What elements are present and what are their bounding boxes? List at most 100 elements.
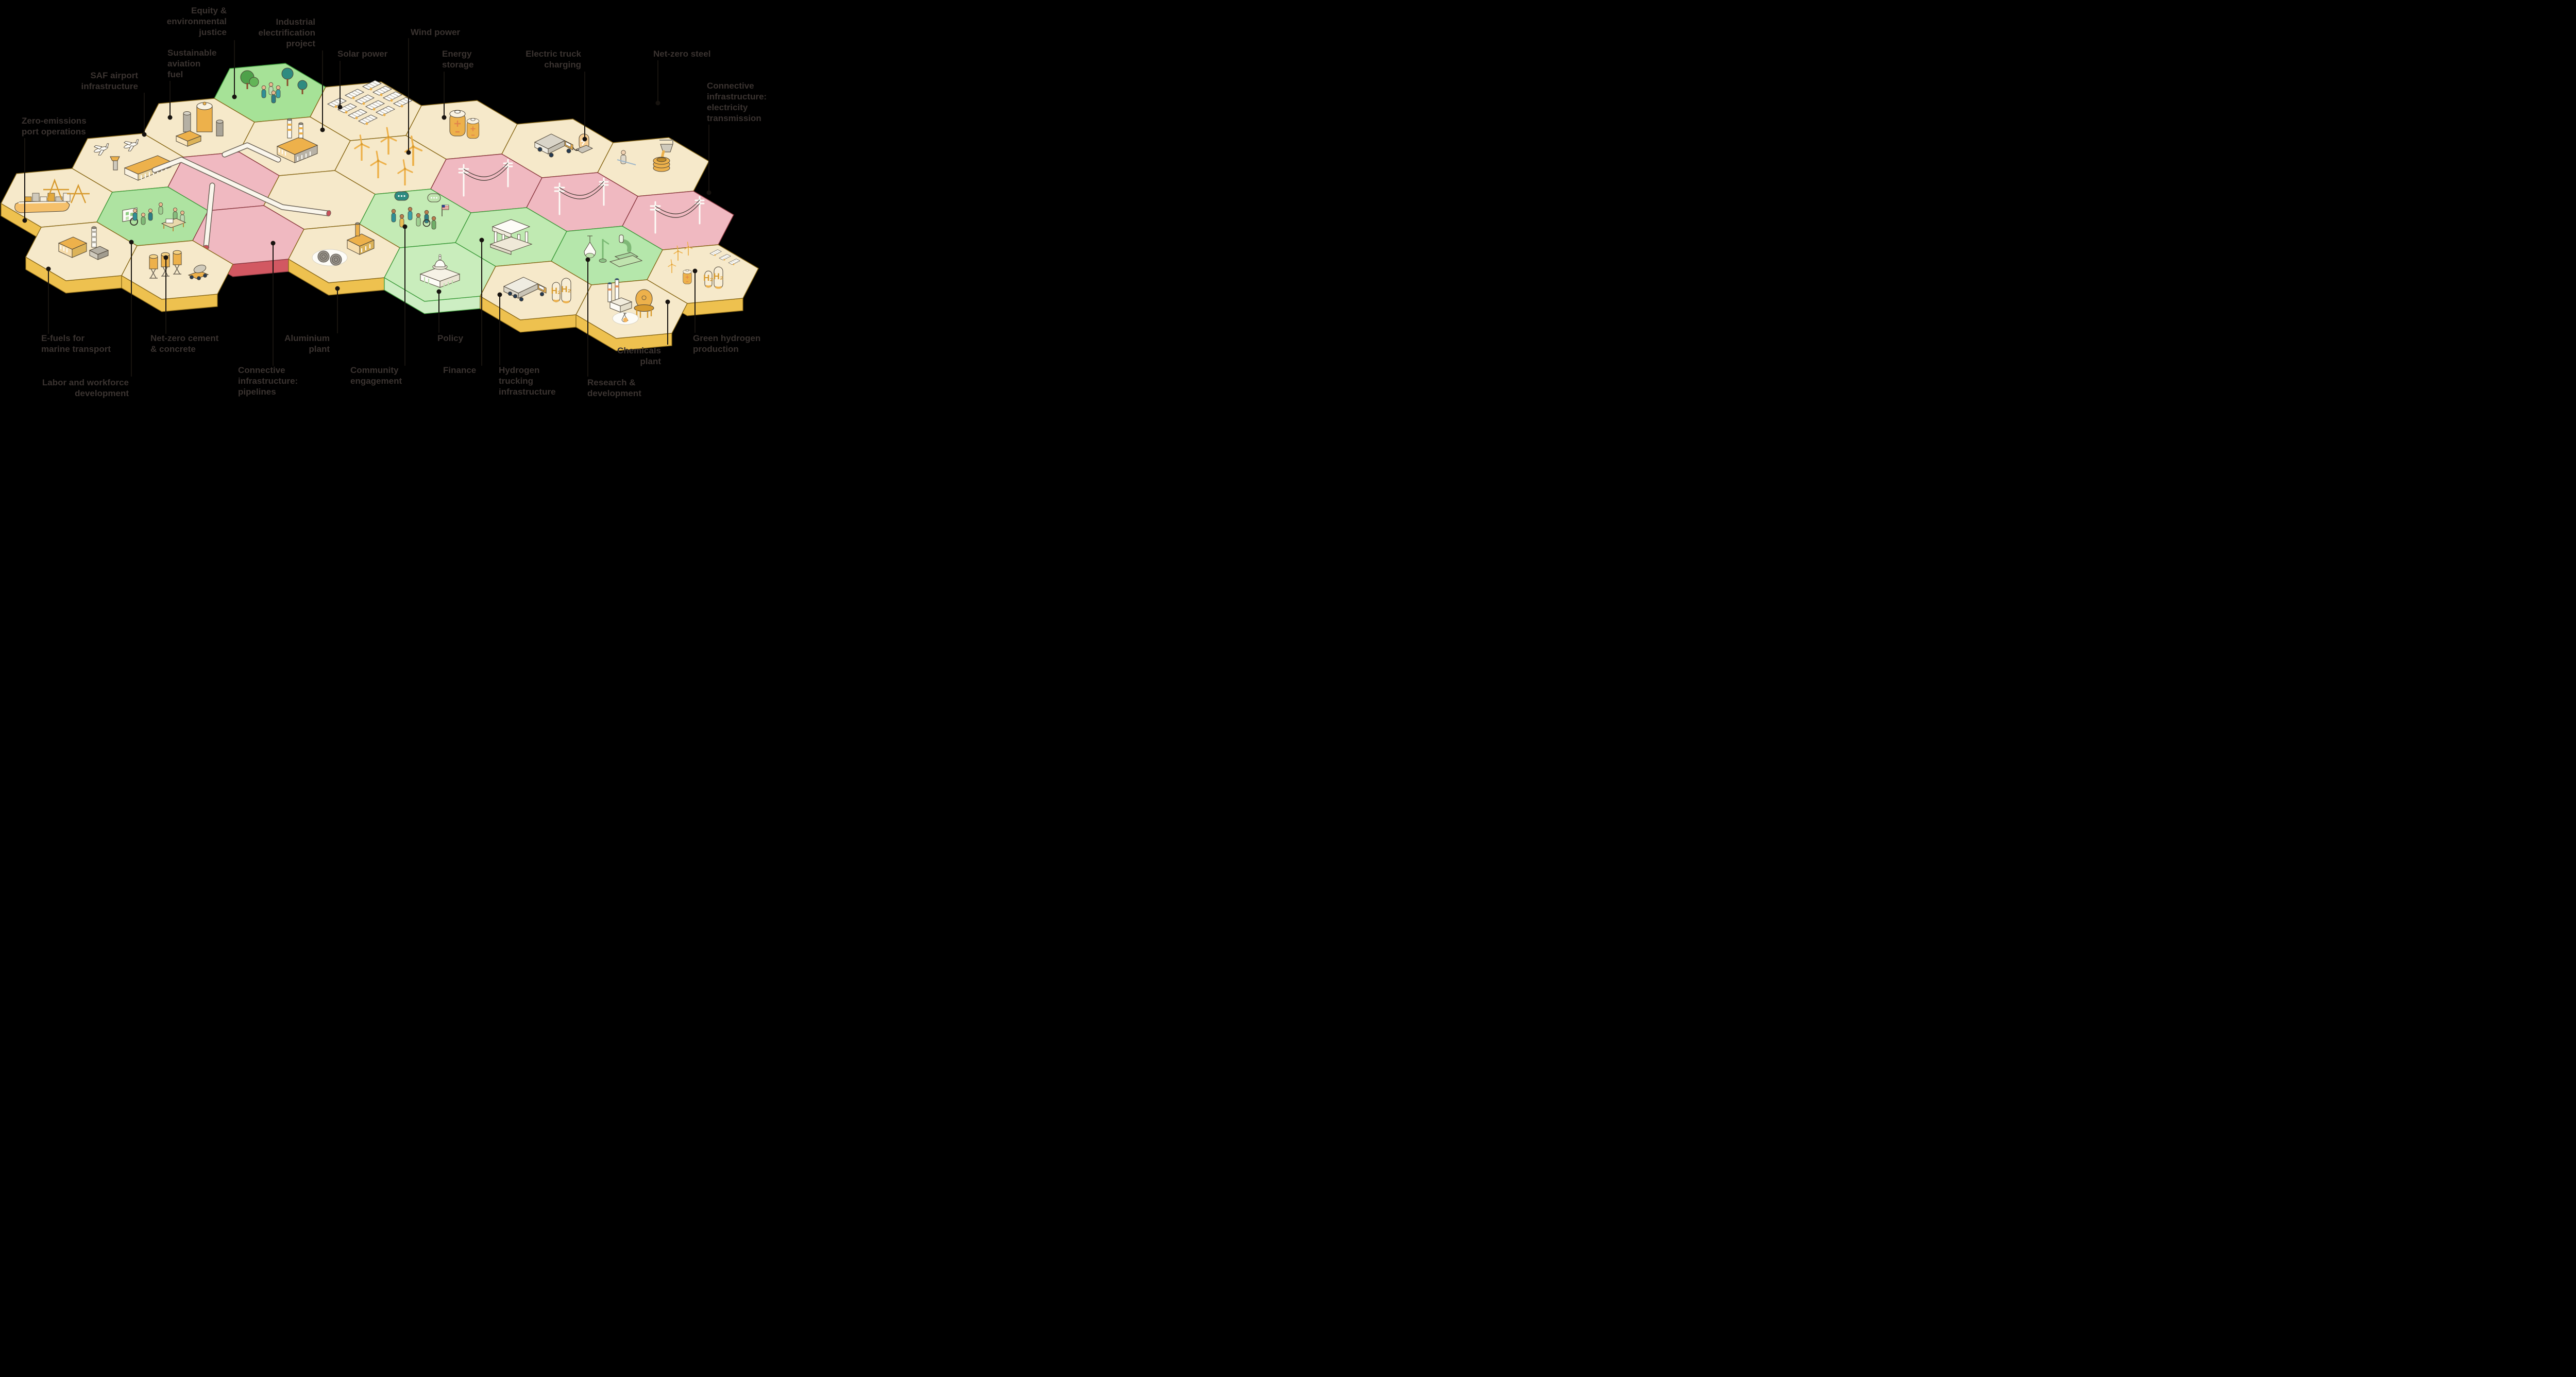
hex-equity-environmental-justice: [214, 63, 326, 135]
connector-dot: [665, 299, 670, 304]
connector-dot: [270, 241, 276, 246]
connector-community-engagement: [402, 224, 408, 366]
connector-zero-emissions-port-operations: [22, 138, 27, 223]
connector-industrial-electrification-project: [320, 50, 325, 132]
label-connectors: [22, 38, 711, 377]
label-policy: Policy: [437, 333, 464, 343]
label-solar-power: Solar power: [337, 49, 388, 59]
solar-panels-icon: [327, 80, 413, 125]
connector-dot: [585, 257, 590, 262]
connector-dot: [163, 255, 168, 260]
port-icon: [14, 178, 90, 213]
connector-dot: [655, 100, 660, 106]
connector-aluminium-plant: [335, 286, 340, 333]
trees-people-icon: [240, 67, 308, 104]
connector-dot: [232, 94, 237, 99]
connector-chemicals-plant: [665, 299, 670, 345]
connector-equity-environmental-justice: [232, 40, 237, 99]
pipe-network-icon: [151, 142, 331, 250]
hex-grid: H₂ H₂ H₂ H₂: [1, 63, 759, 351]
connector-dot: [402, 224, 408, 229]
aluminium-icon: [312, 222, 375, 266]
wind-turbines-icon: [354, 127, 423, 185]
connector-labor-and-workforce-development: [129, 240, 134, 377]
connector-e-fuels-for-marine-transport: [46, 266, 51, 334]
connector-sustainable-aviation-fuel: [167, 81, 173, 120]
label-research-and-development: Research &development: [587, 378, 641, 398]
chemicals-icon: [607, 278, 654, 325]
label-net-zero-cement-and-concrete: Net-zero cement& concrete: [150, 333, 219, 354]
steel-casting-icon: [617, 140, 673, 172]
connector-dot: [497, 292, 502, 297]
hex-aluminium-plant: [288, 222, 400, 296]
connector-green-hydrogen-production: [692, 268, 698, 333]
ev-truck-charging-icon: [534, 133, 594, 158]
connector-connective-infrastructure-pipelines: [270, 241, 276, 366]
power-lines-icon: [458, 159, 513, 197]
capitol-icon: [419, 254, 461, 288]
connector-dot: [692, 268, 698, 274]
connector-dot: [129, 240, 134, 245]
label-finance: Finance: [443, 365, 476, 375]
svg-text:H₂: H₂: [551, 286, 562, 296]
connector-dot: [22, 218, 27, 223]
connector-net-zero-steel: [655, 60, 660, 106]
lab-icon: [584, 234, 643, 267]
connector-dot: [46, 266, 51, 271]
hex-map-canvas: H₂ H₂ H₂ H₂: [1, 6, 767, 398]
label-wind-power: Wind power: [411, 27, 461, 37]
connector-dot: [442, 115, 447, 120]
hex-e-fuels-marine: [25, 222, 138, 294]
connector-research-and-development: [585, 257, 590, 377]
hex-net-zero-cement: [121, 240, 233, 312]
connector-connective-infrastructure-electricity-transmission: [706, 125, 711, 195]
label-net-zero-steel: Net-zero steel: [653, 49, 710, 59]
svg-text:H₂: H₂: [703, 273, 714, 283]
fuel-tanks-icon: [175, 101, 224, 147]
community-icon: [391, 191, 449, 230]
hex-hydrogen-trucking: H₂ H₂: [480, 261, 592, 333]
connector-dot: [337, 105, 343, 110]
connector-saf-airport-infrastructure: [142, 93, 147, 137]
connector-energy-storage: [442, 72, 447, 120]
svg-text:H₂: H₂: [561, 284, 571, 294]
batteries-icon: [449, 110, 480, 139]
hex-chemicals-plant: [575, 278, 688, 351]
connector-dot: [582, 137, 587, 142]
connector-dot: [142, 132, 147, 137]
power-lines-icon: [554, 177, 609, 215]
factory-icon: [276, 118, 318, 163]
connector-dot: [436, 289, 442, 294]
connector-dot: [706, 190, 711, 195]
connector-dot: [167, 115, 173, 120]
bank-icon: [489, 219, 533, 255]
connector-solar-power: [337, 61, 343, 110]
connector-net-zero-cement-and-concrete: [163, 255, 168, 334]
efuels-icon: [58, 226, 109, 260]
hex-top-face: [575, 279, 688, 339]
connector-dot: [479, 237, 484, 243]
h2-truck-icon: H₂ H₂: [503, 277, 571, 303]
connector-dot: [406, 150, 411, 155]
connector-electric-truck-charging: [582, 72, 587, 142]
isometric-hex-map: H₂ H₂ H₂ H₂: [0, 0, 808, 400]
connector-dot: [320, 127, 325, 132]
svg-text:H₂: H₂: [714, 271, 724, 281]
hex-pipelines-south: [151, 142, 331, 277]
cement-icon: [149, 250, 209, 280]
connector-hydrogen-trucking-infrastructure: [497, 292, 502, 365]
connector-finance: [479, 237, 484, 366]
